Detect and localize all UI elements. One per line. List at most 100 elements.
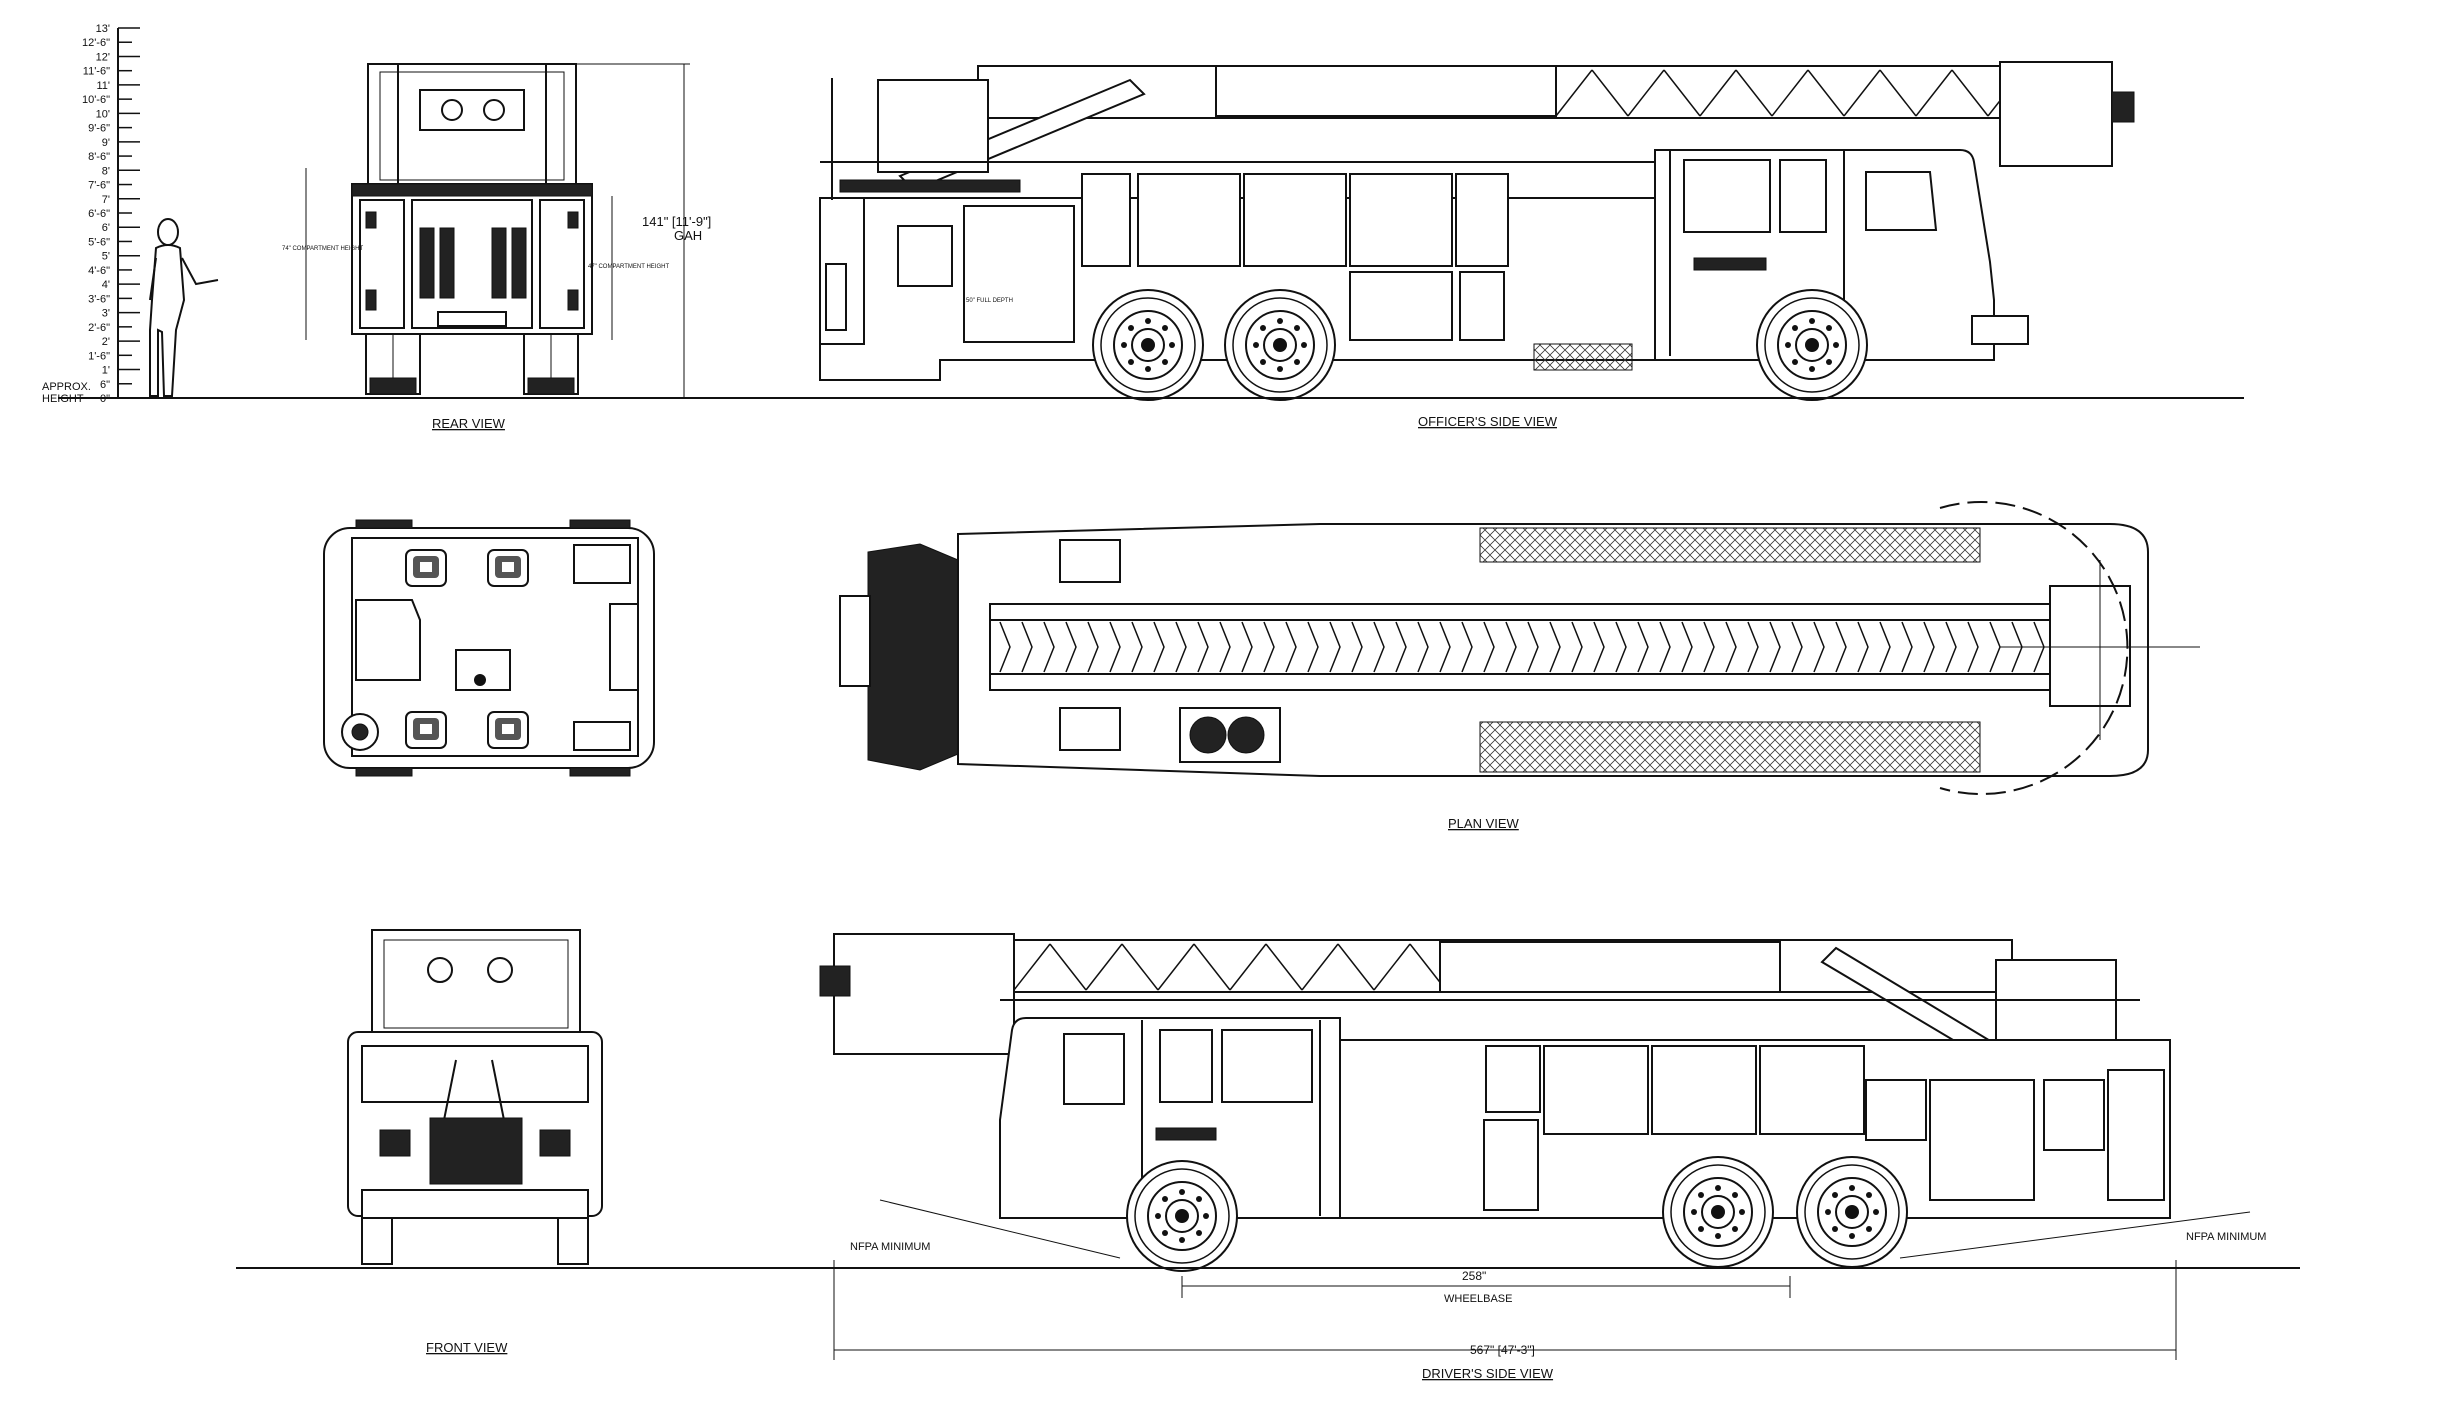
cab-seat-3 — [405, 711, 447, 749]
plan-ladder-rung — [1483, 621, 1495, 673]
height-scale-tick-label: 2' — [102, 336, 110, 348]
rear-view: 74" COMPARTMENT HEIGHT 47" COMPARTMENT H… — [282, 63, 711, 431]
nfpa-approach-line — [879, 1199, 1121, 1259]
height-scale-tick-label: 10' — [96, 108, 110, 120]
plan-ladder-rung — [1307, 621, 1319, 673]
height-scale-tick-label: 13' — [96, 23, 110, 35]
ladder-truss-member — [1229, 943, 1267, 991]
height-scale-tick-label: 8' — [102, 165, 110, 177]
plan-ladder-rung — [1329, 621, 1341, 673]
driver-rear-wheel-1 — [1662, 1156, 1774, 1268]
plan-ladder-rung — [1065, 621, 1077, 673]
ladder-truss-member — [1807, 69, 1845, 117]
plan-ladder-rung — [1659, 621, 1671, 673]
height-scale-tick-label: 7'-6" — [88, 180, 110, 192]
plan-ladder-rung — [1373, 621, 1385, 673]
plan-turning-radius — [1939, 501, 2129, 795]
plan-ladder-rung — [1791, 621, 1803, 673]
plan-ladder-rung — [1703, 621, 1715, 673]
plan-ladder-rung — [1263, 621, 1275, 673]
drivers-side-view: NFPA MINIMUM NFPA MINIMUM 258" WHEELBASE… — [819, 933, 2266, 1381]
cab-seat-2 — [487, 549, 529, 587]
height-scale-tick-label: 1'-6" — [88, 350, 110, 362]
plan-ladder-rung — [1879, 621, 1891, 673]
plan-ladder-rung — [1219, 621, 1231, 673]
gah-label: GAH — [674, 228, 702, 243]
ladder-truss-member — [1627, 69, 1665, 117]
plan-ladder-rung — [1967, 621, 1979, 673]
driver-front-wheel — [1126, 1160, 1238, 1272]
wheelbase-label: WHEELBASE — [1444, 1293, 1512, 1305]
ladder-truss-member — [1843, 69, 1881, 117]
plan-ladder-rung — [1725, 621, 1737, 673]
ladder-truss-member — [1265, 943, 1303, 991]
ladder-truss-member — [1915, 69, 1953, 117]
plan-ladder-rung — [1901, 621, 1913, 673]
plan-ladder-rung — [1461, 621, 1473, 673]
nfpa-departure-line — [1899, 1211, 2251, 1259]
wheelbase-dimension: 258" — [1462, 1269, 1486, 1283]
plan-ladder-rung — [1857, 621, 1869, 673]
plan-ladder-rung — [1395, 621, 1407, 673]
gah-dimension: 141" [11'-9"] — [642, 214, 711, 229]
plan-ladder-rung — [1571, 621, 1583, 673]
height-scale-tick-label: 6" — [100, 379, 110, 391]
height-scale-tick-label: 10'-6" — [82, 94, 110, 106]
height-scale-tick-label: 1' — [102, 365, 110, 377]
height-scale-tick-label: 11'-6" — [83, 66, 110, 78]
ladder-truss-member — [1085, 943, 1123, 991]
height-scale-tick-label: 4'-6" — [88, 265, 110, 277]
nfpa-minimum-left: NFPA MINIMUM — [850, 1241, 930, 1253]
officer-front-wheel — [1756, 289, 1868, 401]
plan-ladder-rung — [1813, 621, 1825, 673]
cab-seat-4 — [487, 711, 529, 749]
nfpa-minimum-right: NFPA MINIMUM — [2186, 1231, 2266, 1243]
height-scale-tick-label: 3'-6" — [88, 293, 110, 305]
height-scale-tick-label: 11' — [96, 80, 110, 92]
plan-ladder-rung — [1945, 621, 1957, 673]
ladder-truss-member — [1013, 943, 1051, 991]
front-grille — [429, 1117, 523, 1185]
height-scale-tick-label: 3' — [102, 308, 110, 320]
cab-plan-view — [323, 519, 655, 777]
plan-ladder-rung — [1153, 621, 1165, 673]
full-depth-note: 50" FULL DEPTH — [966, 298, 1013, 304]
ladder-truss-member — [1301, 943, 1339, 991]
cab-seat-1 — [405, 549, 447, 587]
height-scale-tick-label: 7' — [102, 194, 110, 206]
compartment-height-left: 74" COMPARTMENT HEIGHT — [282, 246, 363, 252]
driver-rear-wheel-2 — [1796, 1156, 1908, 1268]
plan-ladder-rung — [1747, 621, 1759, 673]
front-left-tire — [361, 1217, 393, 1265]
ladder-truss-member — [1193, 943, 1231, 991]
plan-ladder-rung — [1351, 621, 1363, 673]
ladder-truss-member — [1771, 69, 1809, 117]
plan-ladder-rung — [1175, 621, 1187, 673]
officer-rear-wheel-1 — [1092, 289, 1204, 401]
plan-ladder-rung — [1527, 621, 1539, 673]
officer-rear-wheel-2 — [1224, 289, 1336, 401]
plan-ladder-rung — [1835, 621, 1847, 673]
plan-diamond-plate-top — [1479, 527, 1981, 563]
plan-ladder-rung — [999, 621, 1011, 673]
plan-ladder-rung — [1197, 621, 1209, 673]
plan-ladder-rung — [1043, 621, 1055, 673]
ladder-truss-member — [1591, 69, 1629, 117]
ladder-truss-member — [1337, 943, 1375, 991]
front-right-tire — [557, 1217, 589, 1265]
ladder-truss-member — [1879, 69, 1917, 117]
plan-ladder-rung — [1131, 621, 1143, 673]
front-view: FRONT VIEW — [347, 929, 603, 1355]
plan-ladder-rung — [1923, 621, 1935, 673]
front-view-title: FRONT VIEW — [426, 1340, 508, 1355]
height-scale: 13'12'-6"12'11'-6"11'10'-6"10'9'-6"9'8'-… — [42, 23, 140, 405]
overall-length-dimension: 567" [47'-3"] — [1470, 1343, 1535, 1357]
height-scale-tick-label: 6'-6" — [88, 208, 110, 220]
height-scale-tick-label: 5' — [102, 251, 110, 263]
ladder-truss-member — [1951, 69, 1989, 117]
plan-ladder-rung — [1021, 621, 1033, 673]
height-scale-tick-label: 8'-6" — [88, 151, 110, 163]
height-scale-tick-label: 12'-6" — [82, 37, 110, 49]
officers-side-view: 50" FULL DEPTH OFFICER'S SIDE VIEW — [819, 61, 2135, 429]
ladder-truss-member — [1373, 943, 1411, 991]
